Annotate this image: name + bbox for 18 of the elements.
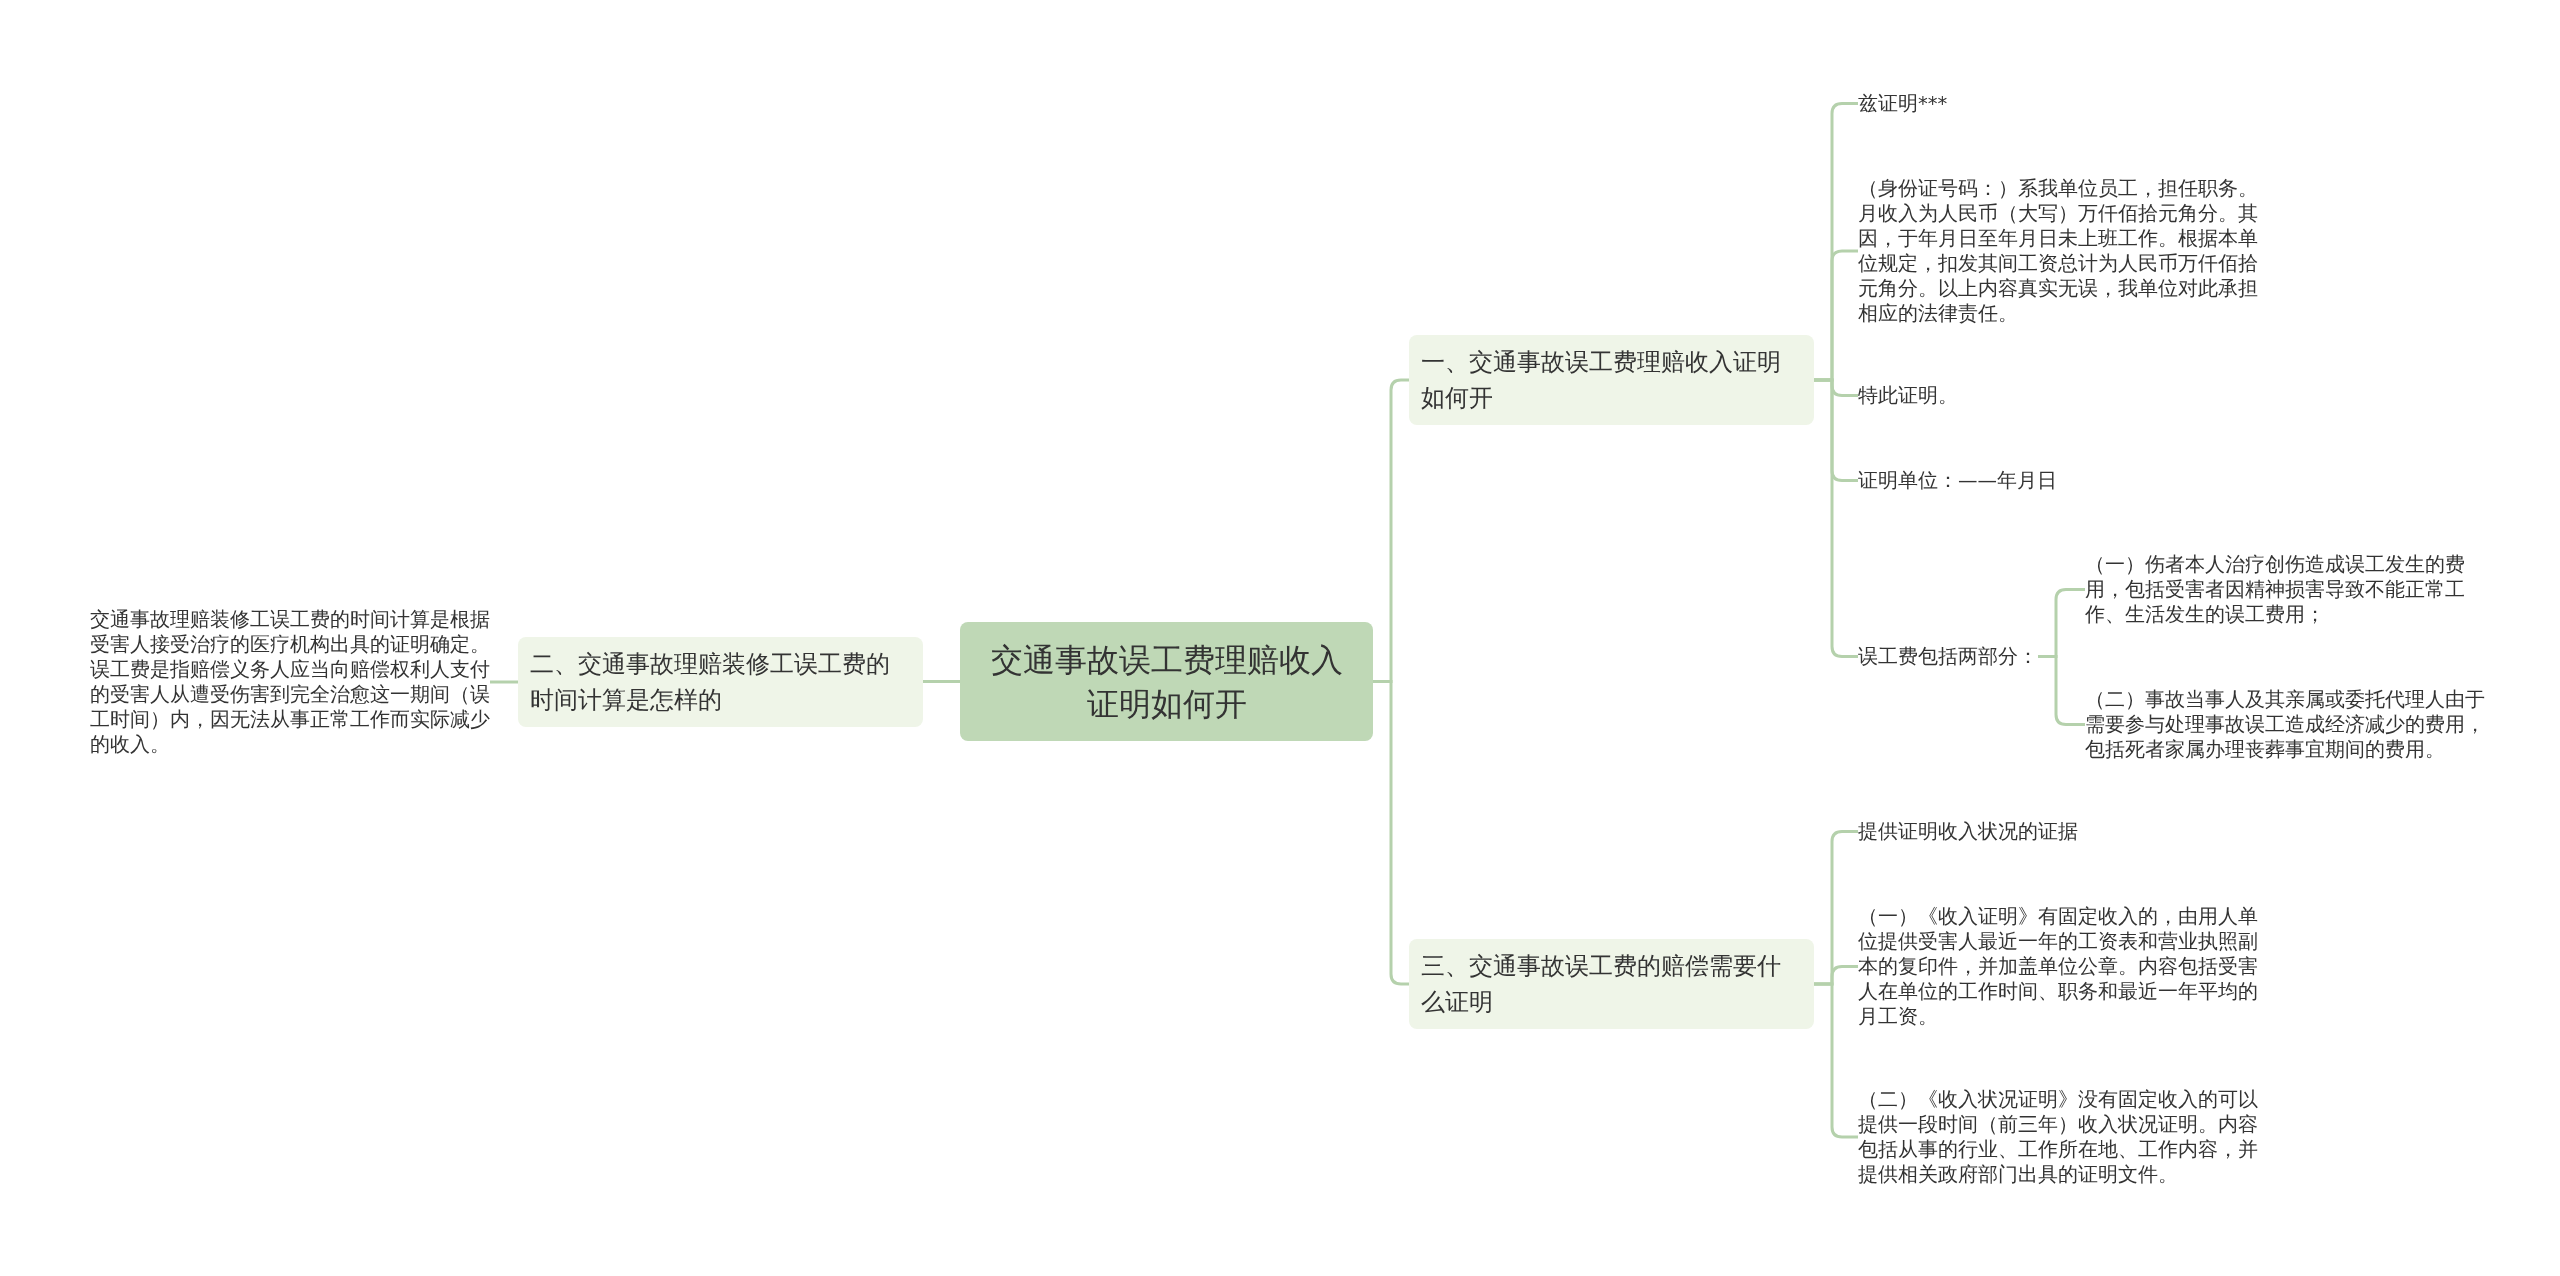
leaf-text: 兹证明*** bbox=[1858, 91, 1948, 116]
leaf-text: （一）伤者本人治疗创伤造成误工发生的费用，包括受害者因精神损害导致不能正常工作、生活发生的误工费用； bbox=[2085, 552, 2485, 627]
topic-box: 三、交通事故误工费的赔偿需要什么证明 bbox=[1409, 939, 1814, 1029]
central-topic-box: 交通事故误工费理赔收入证明如何开 bbox=[960, 622, 1373, 741]
topic-box: 一、交通事故误工费理赔收入证明如何开 bbox=[1409, 335, 1814, 425]
topic-box: 二、交通事故理赔装修工误工费的时间计算是怎样的 bbox=[518, 637, 923, 727]
leaf-text: 交通事故理赔装修工误工费的时间计算是根据受害人接受治疗的医疗机构出具的证明确定。误工费是指赔偿义务人应当向赔偿权利人支付的受害人从遭受伤害到完全治愈这一期间（误工时间）内，因无法从事正常工作而实际减少的收入。 bbox=[90, 607, 490, 757]
leaf-text: 误工费包括两部分： bbox=[1858, 644, 2038, 669]
leaf-text: 提供证明收入状况的证据 bbox=[1858, 819, 2078, 844]
connector bbox=[1373, 680, 1409, 986]
leaf-text: 证明单位：——年月日 bbox=[1858, 468, 2057, 493]
leaf-text: （二）事故当事人及其亲属或委托代理人由于需要参与处理事故误工造成经济减少的费用，包括死者家属办理丧葬事宜期间的费用。 bbox=[2085, 687, 2485, 762]
connector bbox=[490, 680, 518, 684]
connector bbox=[923, 680, 960, 683]
leaf-text: （二）《收入状况证明》没有固定收入的可以提供一段时间（前三年）收入状况证明。内容包括从事的行业、工作所在地、工作内容，并提供相关政府部门出具的证明文件。 bbox=[1858, 1087, 2258, 1187]
leaf-text: （一）《收入证明》有固定收入的，由用人单位提供受害人最近一年的工资表和营业执照副本的复印件，并加盖单位公章。内容包括受害人在单位的工作时间、职务和最近一年平均的月工资。 bbox=[1858, 904, 2258, 1029]
leaf-text: 特此证明。 bbox=[1858, 383, 1958, 408]
leaf-text: （身份证号码：）系我单位员工，担任职务。月收入为人民币（大写）万仟佰拾元角分。其因，于年月日至年月日未上班工作。根据本单位规定，扣发其间工资总计为人民币万仟佰拾元角分。以上内容真实无误，我单位对此承担相应的法律责任。 bbox=[1858, 176, 2258, 326]
